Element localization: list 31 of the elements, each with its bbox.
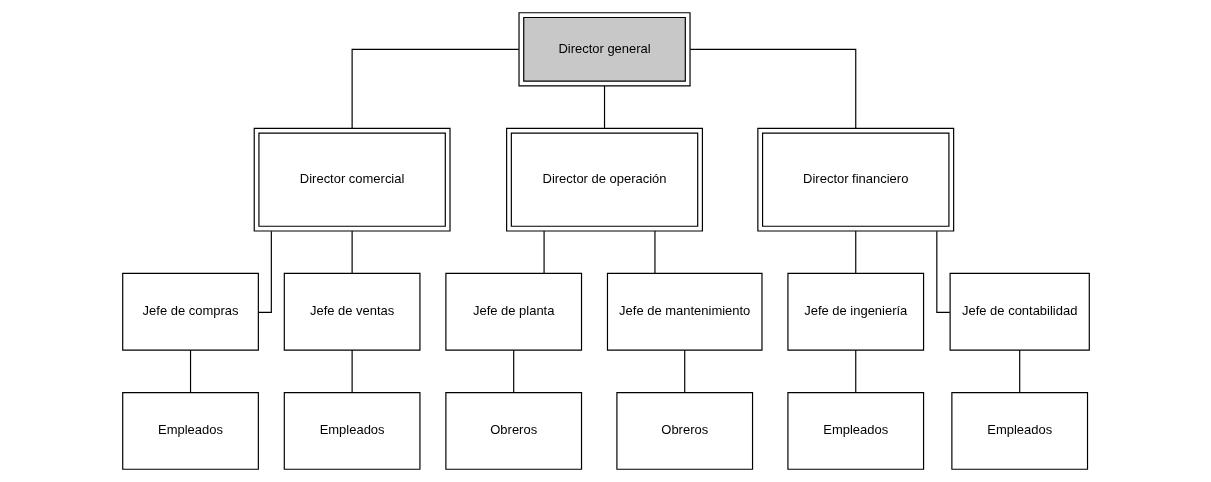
connector (854, 349, 856, 393)
connector (603, 85, 605, 129)
connector (257, 230, 272, 313)
node-box: Jefe de contabilidad (949, 272, 1090, 351)
node-box: Jefe de ingeniería (786, 272, 924, 351)
connector (351, 349, 353, 393)
node-box: Obreros (615, 391, 753, 470)
node-box: Director financiero (756, 127, 954, 232)
node-box: Empleados (283, 391, 421, 470)
node-box: Jefe de ventas (283, 272, 421, 351)
connector (512, 349, 514, 393)
connector (683, 349, 685, 393)
connector (653, 230, 656, 274)
node-box: Jefe de planta (444, 272, 582, 351)
node-box: Jefe de mantenimiento (606, 272, 763, 351)
connector (935, 230, 950, 313)
node-box: Jefe de compras (121, 272, 259, 351)
node-box: Director comercial (253, 127, 451, 232)
node-box: Obreros (444, 391, 582, 470)
connector (543, 230, 545, 274)
connector (854, 230, 856, 274)
node-box: Director general (517, 12, 691, 87)
connector (1018, 349, 1020, 393)
node-box: Empleados (786, 391, 924, 470)
connector (351, 230, 353, 274)
node-box: Empleados (950, 391, 1088, 470)
connector (189, 349, 191, 393)
node-box: Empleados (121, 391, 259, 470)
connector (351, 48, 519, 129)
node-box: Director de operación (505, 127, 703, 232)
connector (689, 48, 856, 129)
